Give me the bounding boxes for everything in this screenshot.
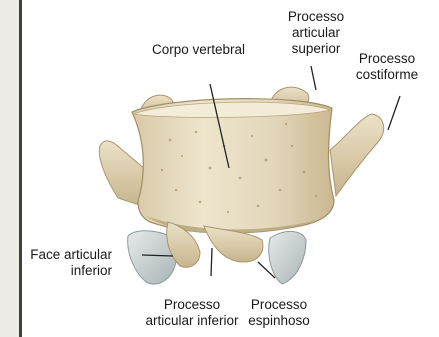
label-face-articular-inferior: Face articular inferior xyxy=(24,247,112,279)
right-costal-process xyxy=(330,114,384,196)
label-processo-costiforme: Processo costiforme xyxy=(348,51,426,83)
label-processo-espinhoso: Processo espinhoso xyxy=(244,297,314,329)
label-processo-articular-superior: Processo articular superior xyxy=(282,9,350,57)
vertebral-body xyxy=(132,99,334,233)
right-inferior-articular-face xyxy=(269,231,306,284)
label-processo-articular-inferior: Processo articular inferior xyxy=(140,297,244,329)
label-corpo-vertebral: Corpo vertebral xyxy=(152,42,282,58)
